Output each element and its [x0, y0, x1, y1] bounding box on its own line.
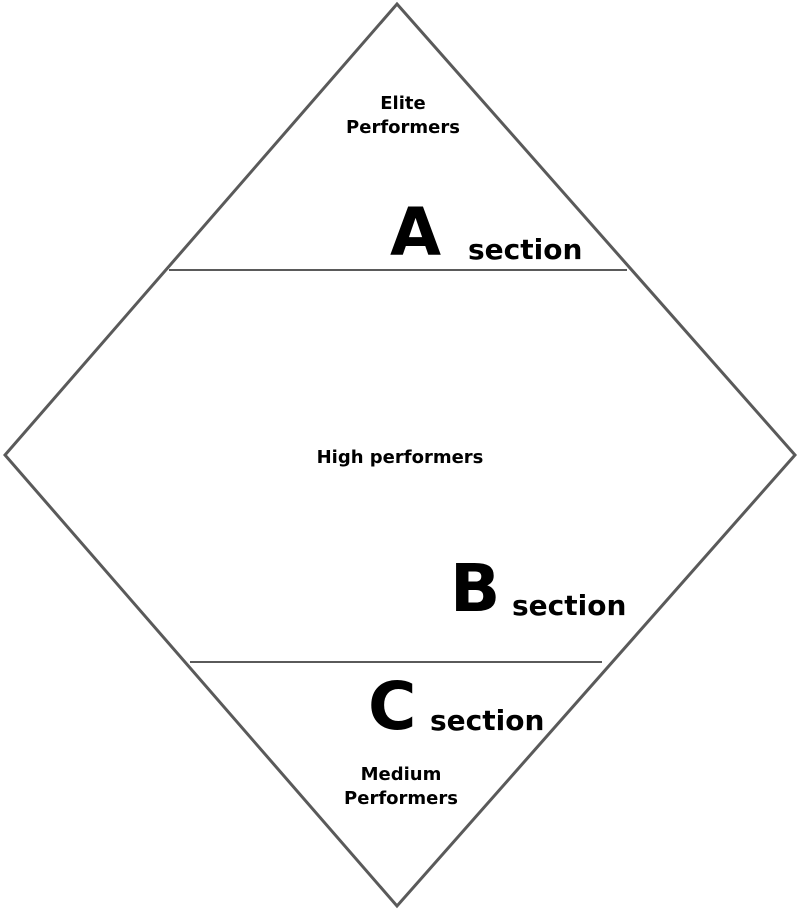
section-c-letter: C — [368, 668, 417, 745]
diamond-outline — [3, 1, 798, 909]
section-b-letter: B — [450, 550, 501, 627]
medium-performers-label: Medium Performers — [316, 763, 486, 811]
medium-label-line1: Medium — [360, 764, 442, 785]
high-performers-label: High performers — [316, 447, 484, 468]
medium-label-line2: Performers — [344, 788, 458, 809]
section-a-letter: A — [390, 194, 442, 271]
elite-performers-label: Elite Performers — [318, 92, 488, 140]
elite-label-line2: Performers — [346, 117, 460, 138]
section-a-word: section — [468, 233, 583, 266]
section-b-word: section — [512, 589, 627, 622]
elite-label-line1: Elite — [380, 93, 426, 114]
section-c-word: section — [430, 704, 545, 737]
